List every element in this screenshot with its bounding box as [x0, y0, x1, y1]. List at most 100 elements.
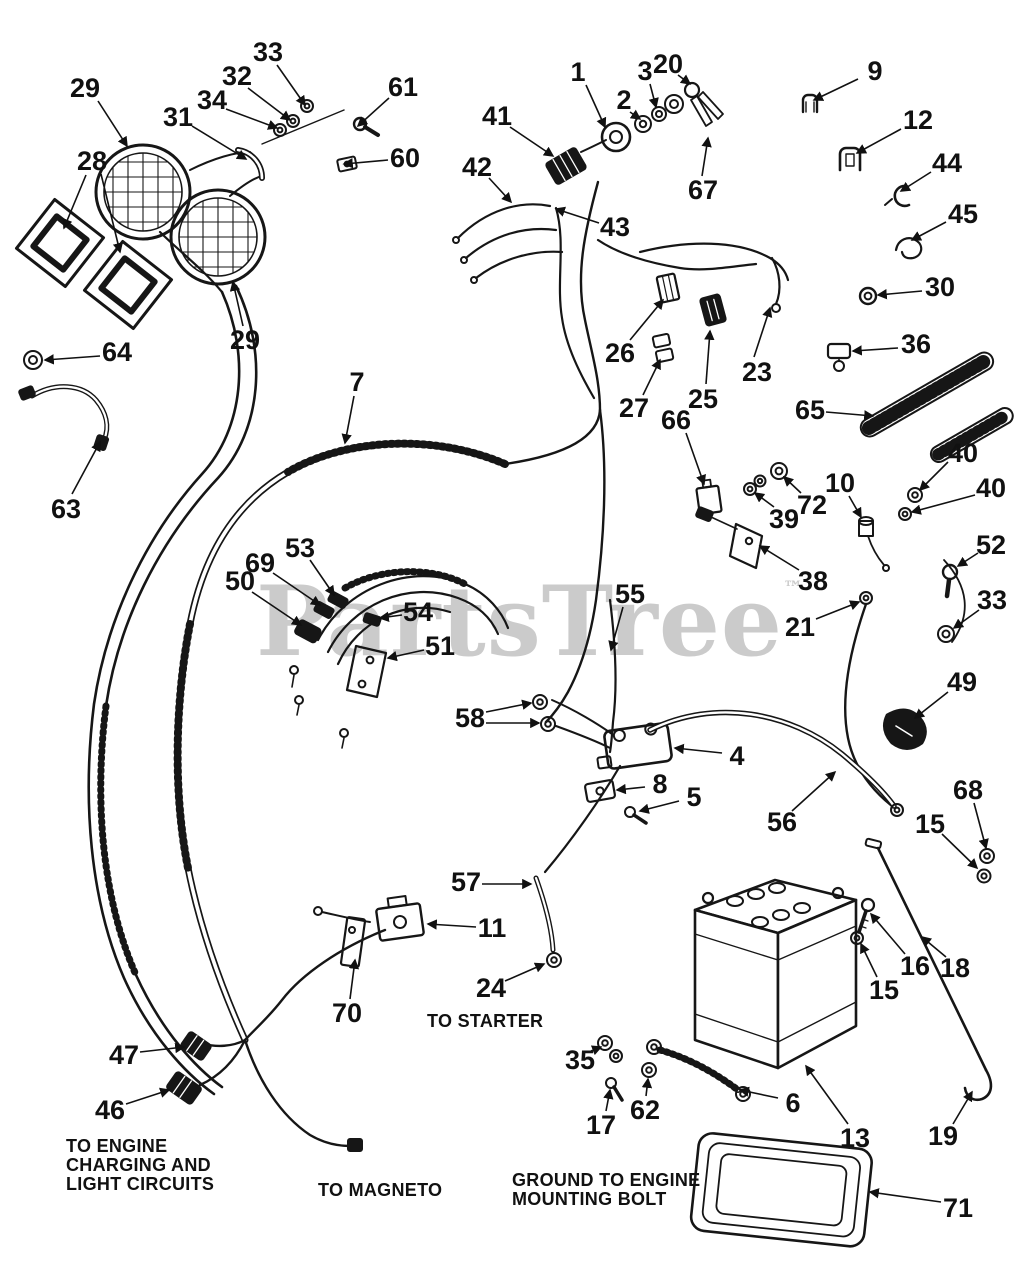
callout-53: 53 — [285, 533, 315, 563]
callout-31: 31 — [163, 102, 193, 132]
leader-line-1 — [585, 84, 607, 129]
leader-line-39 — [753, 492, 775, 508]
leader-line-64 — [43, 354, 101, 365]
leader-line-15a — [941, 833, 979, 870]
callout-56: 56 — [767, 807, 797, 837]
callout-50: 50 — [225, 566, 255, 596]
headlight-left-icon — [94, 143, 192, 241]
callout-54: 54 — [403, 597, 433, 627]
callout-15b: 15 — [869, 975, 899, 1005]
callout-34: 34 — [197, 85, 227, 115]
callout-24: 24 — [476, 973, 506, 1003]
leader-line-50 — [251, 591, 303, 626]
ignition-switch-parts — [545, 81, 724, 185]
leader-line-2 — [629, 109, 642, 120]
leader-line-53 — [309, 559, 335, 597]
leader-line-17 — [603, 1088, 614, 1112]
battery-hold-down-hardware — [850, 837, 995, 1102]
leader-line-23 — [753, 306, 773, 358]
callout-7: 7 — [349, 367, 364, 397]
leader-line-28-1 — [100, 173, 123, 254]
callout-19: 19 — [928, 1121, 958, 1151]
callout-33b: 33 — [977, 585, 1007, 615]
callout-40b: 40 — [976, 473, 1006, 503]
callout-3: 3 — [637, 56, 652, 86]
leader-line-5 — [638, 800, 680, 814]
callout-42: 42 — [462, 152, 492, 182]
leader-line-11 — [426, 919, 477, 930]
callout-67: 67 — [688, 175, 718, 205]
label-ground-to-engine-line2: MOUNTING BOLT — [512, 1189, 667, 1209]
leader-line-13 — [805, 1064, 849, 1125]
callout-17: 17 — [586, 1110, 616, 1140]
callout-leader-lines — [43, 64, 989, 1203]
leader-line-55 — [608, 606, 624, 652]
callout-18: 18 — [940, 953, 970, 983]
leader-line-7 — [341, 395, 355, 445]
callout-36: 36 — [901, 329, 931, 359]
callout-70: 70 — [332, 998, 362, 1028]
leader-line-62 — [641, 1077, 653, 1097]
callout-8: 8 — [652, 769, 667, 799]
battery-cables — [533, 709, 904, 1102]
leader-line-52 — [956, 552, 979, 567]
leader-line-70 — [348, 958, 360, 1000]
label-to-magneto: TO MAGNETO — [318, 1180, 442, 1200]
leader-line-41 — [509, 126, 555, 157]
leader-line-21 — [815, 600, 861, 620]
conduit-tubes — [859, 351, 1014, 463]
main-wire-harness — [173, 439, 509, 1152]
callout-10: 10 — [825, 468, 855, 498]
leader-line-30 — [876, 289, 923, 300]
leader-line-36 — [851, 345, 899, 356]
leader-line-45 — [910, 221, 947, 241]
leader-line-24 — [504, 962, 546, 982]
ground-wire-and-nut — [18, 350, 110, 451]
callout-2: 2 — [616, 85, 631, 115]
callout-71: 71 — [943, 1193, 973, 1223]
label-ground-to-engine: GROUND TO ENGINE — [512, 1170, 700, 1190]
callout-68: 68 — [953, 775, 983, 805]
callout-35: 35 — [565, 1045, 595, 1075]
artwork — [14, 81, 1014, 1248]
callout-61: 61 — [388, 72, 418, 102]
callout-32: 32 — [222, 61, 252, 91]
callout-26: 26 — [605, 338, 635, 368]
leader-line-29 — [97, 100, 128, 148]
callout-51: 51 — [425, 631, 455, 661]
leader-line-51 — [386, 649, 425, 662]
switch-and-hardware-mid-right — [695, 462, 966, 808]
leader-line-66 — [685, 432, 706, 486]
leader-line-43 — [554, 206, 600, 224]
callout-40: 40 — [948, 438, 978, 468]
headlight-right-icon — [169, 188, 267, 286]
leader-line-12 — [855, 128, 902, 154]
leader-line-31 — [191, 125, 248, 160]
leader-line-60 — [342, 158, 389, 169]
leader-line-32 — [247, 87, 292, 121]
callout-44: 44 — [932, 148, 962, 178]
leader-line-6 — [738, 1086, 779, 1099]
leader-line-63 — [71, 440, 101, 495]
engine-connectors — [166, 1031, 212, 1105]
leader-line-10 — [848, 495, 862, 519]
callout-62: 62 — [630, 1095, 660, 1125]
leader-line-38 — [758, 545, 800, 571]
leader-line-44 — [899, 171, 932, 192]
callout-66: 66 — [661, 405, 691, 435]
callout-65: 65 — [795, 395, 825, 425]
callout-12: 12 — [903, 105, 933, 135]
leader-line-40b — [910, 494, 976, 515]
battery-tray — [689, 1132, 873, 1248]
callout-25: 25 — [688, 384, 718, 414]
callout-20: 20 — [653, 49, 683, 79]
leader-line-29b — [229, 280, 244, 327]
label-to-engine: TO ENGINE — [66, 1136, 167, 1156]
leader-line-56 — [791, 770, 837, 812]
leader-line-61 — [356, 97, 390, 128]
callout-21: 21 — [785, 612, 815, 642]
callout-5: 5 — [686, 782, 701, 812]
